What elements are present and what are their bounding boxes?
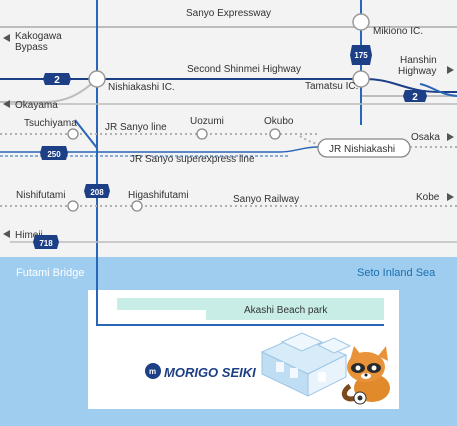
tamatsu-ic-marker — [352, 70, 370, 88]
akashi-beach-park — [117, 298, 384, 320]
mikiono-ic-marker — [352, 13, 370, 31]
route-208-badge: 208 — [84, 184, 110, 198]
svg-text:2: 2 — [54, 75, 60, 86]
nishifutami-label: Nishifutami — [16, 190, 65, 201]
hanshin-label-2: Highway — [398, 66, 436, 77]
himeji-arrow-icon — [3, 230, 10, 238]
route-2-right-badge: 2 — [403, 90, 427, 103]
raccoon-mascot-icon — [341, 346, 390, 405]
okayama-arrow-icon — [3, 100, 10, 108]
osaka-arrow-icon — [447, 133, 454, 141]
route-250-badge: 250 — [40, 146, 68, 160]
factory-building-icon — [260, 332, 352, 397]
kakogawa-label-2: Bypass — [15, 42, 48, 53]
kobe-arrow-icon — [447, 193, 454, 201]
tsuchiyama-station-marker — [67, 128, 79, 140]
kobe-label: Kobe — [416, 192, 440, 203]
mikiono-ic-label: Mikiono IC. — [373, 26, 423, 37]
svg-text:m: m — [149, 367, 156, 376]
second-shinmei-highway-label: Second Shinmei Highway — [187, 64, 301, 75]
route-718-badge: 718 — [33, 235, 59, 249]
tamatsu-ic-label: Tamatsu IC. — [305, 81, 358, 92]
himeji-label: Himeji — [15, 230, 43, 241]
kakogawa-arrow-icon — [3, 34, 10, 42]
uozumi-label: Uozumi — [190, 116, 224, 127]
osaka-label: Osaka — [411, 132, 440, 143]
sanyo-expressway-label: Sanyo Expressway — [186, 8, 271, 19]
tsuchiyama-road — [74, 119, 98, 149]
svg-text:250: 250 — [47, 150, 61, 159]
company-logo-mark-icon — [145, 363, 161, 379]
jr-superexpress-label: JR Sanyo superexpress line — [130, 154, 255, 165]
akashi-beach-park-label: Akashi Beach park — [244, 305, 328, 316]
company-logo: m MORIGO SEIKI — [145, 363, 256, 380]
seto-inland-sea-label: Seto Inland Sea — [357, 267, 436, 279]
jr-sanyo-line-label: JR Sanyo line — [105, 122, 167, 133]
svg-text:MORIGO SEIKI: MORIGO SEIKI — [164, 365, 256, 380]
route-175-badge: 175 — [350, 45, 372, 65]
access-road — [96, 258, 384, 326]
nishifutami-station-marker — [67, 200, 79, 212]
route-2-left-badge: 2 — [43, 73, 71, 86]
svg-text:718: 718 — [39, 239, 53, 248]
futami-bridge-label: Futami Bridge — [16, 267, 84, 279]
kakogawa-label-1: Kakogawa — [15, 31, 62, 42]
hanshin-arrow-icon — [447, 66, 454, 74]
uozumi-station-marker — [196, 128, 208, 140]
svg-text:175: 175 — [354, 51, 368, 60]
sanyo-railway-label: Sanyo Railway — [233, 194, 299, 205]
svg-text:2: 2 — [412, 92, 418, 103]
nishiakashi-ic-marker — [88, 70, 106, 88]
hanshin-label-1: Hanshin — [400, 55, 437, 66]
svg-text:208: 208 — [90, 188, 104, 197]
higashifutami-station-marker — [131, 200, 143, 212]
okubo-station-marker — [269, 128, 281, 140]
okubo-label: Okubo — [264, 116, 294, 127]
jr-superexpress-line — [0, 146, 319, 153]
hanshin-highway-ramp — [419, 83, 457, 97]
okayama-label: Okayama — [15, 100, 58, 111]
tsuchiyama-label: Tsuchiyama — [24, 118, 77, 129]
nishiakashi-ic-label: Nishiakashi IC. — [108, 82, 175, 93]
jr-nishiakashi-label: JR Nishiakashi — [329, 144, 395, 155]
jr-nishiakashi-station — [317, 138, 411, 158]
higashifutami-label: Higashifutami — [128, 190, 189, 201]
